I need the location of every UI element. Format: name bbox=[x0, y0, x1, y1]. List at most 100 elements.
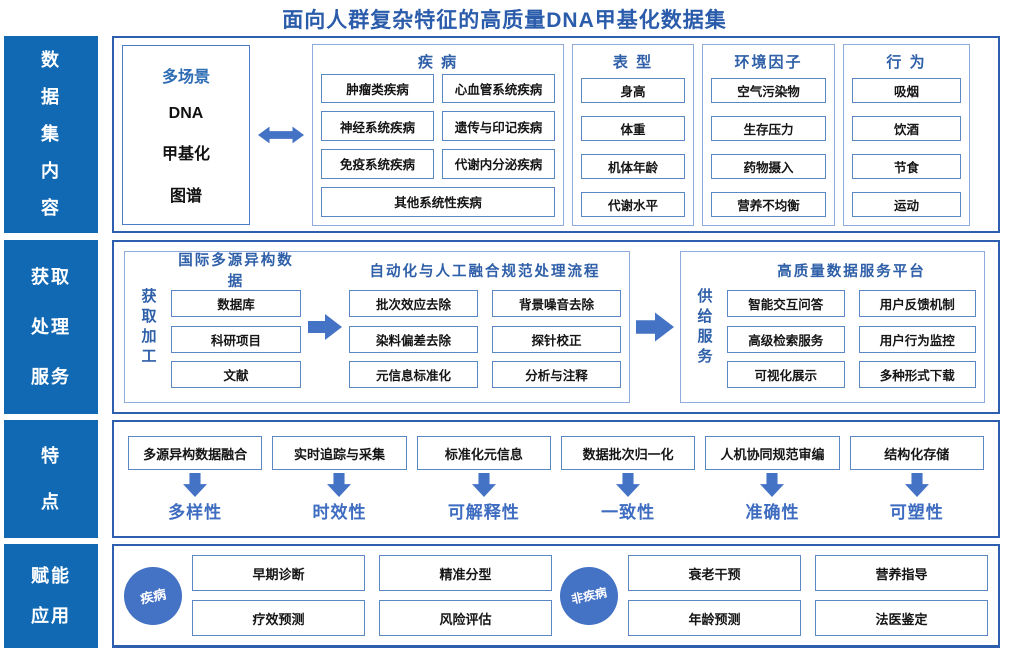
feature-label: 可解释性 bbox=[447, 503, 520, 522]
multi-scenario-box: 多场景 DNA 甲基化 图谱 bbox=[122, 44, 250, 225]
feature-label: 时效性 bbox=[312, 503, 367, 522]
group-environment-title: 环境因子 bbox=[734, 54, 803, 71]
feature-box: 结构化存储 bbox=[849, 436, 984, 470]
source-item: 文献 bbox=[171, 360, 301, 388]
platform-item: 智能交互问答 bbox=[727, 290, 845, 318]
group-behavior-title: 行 为 bbox=[886, 54, 927, 71]
feature-column: 人机协同规范审编 准确性 bbox=[705, 436, 840, 530]
feature-label: 可塑性 bbox=[889, 503, 944, 522]
sidebar-item-acquire-process-serve: 获取 处理 服务 bbox=[4, 240, 98, 414]
group-phenotype: 表 型 身高 体重 机体年龄 代谢水平 bbox=[572, 43, 694, 226]
phenotype-item: 代谢水平 bbox=[581, 191, 685, 217]
process-group-title: 自动化与人工融合规范处理流程 bbox=[369, 263, 601, 280]
disease-circle-badge: 疾病 bbox=[124, 566, 182, 625]
phenotype-item: 体重 bbox=[581, 115, 685, 141]
down-arrow-icon bbox=[904, 473, 929, 497]
sidebar-item-features: 特 点 bbox=[4, 420, 98, 538]
feature-column: 实时追踪与采集 时效性 bbox=[272, 436, 407, 530]
process-column: 自动化与人工融合规范处理流程 批次效应去除 染料偏差去除 元信息标准化 背景噪音… bbox=[349, 258, 621, 396]
feature-column: 标准化元信息 可解释性 bbox=[416, 436, 551, 530]
group-phenotype-title: 表 型 bbox=[612, 54, 654, 71]
feature-box: 实时追踪与采集 bbox=[272, 436, 407, 470]
panel-dataset-content: 多场景 DNA 甲基化 图谱 疾 病 肿瘤类疾病 心血管系统疾病 神经系统疾病 … bbox=[112, 36, 1000, 233]
environment-item: 药物摄入 bbox=[711, 153, 826, 179]
disease-item: 肿瘤类疾病 bbox=[321, 73, 434, 104]
disease-item: 遗传与印记疾病 bbox=[442, 111, 555, 141]
disease-item: 其他系统性疾病 bbox=[321, 186, 555, 217]
down-arrow-icon bbox=[471, 473, 496, 497]
group-behavior: 行 为 吸烟 饮酒 节食 运动 bbox=[843, 43, 970, 226]
feature-column: 多源异构数据融合 多样性 bbox=[128, 436, 263, 530]
nondisease-circle-badge: 非疾病 bbox=[560, 566, 618, 625]
application-item: 年龄预测 bbox=[628, 600, 801, 636]
source-column: 国际多源异构数据 数据库 科研项目 文献 bbox=[171, 253, 301, 396]
source-item: 科研项目 bbox=[171, 325, 301, 353]
application-item: 精准分型 bbox=[379, 555, 552, 591]
platform-item: 用户行为监控 bbox=[858, 325, 976, 353]
feature-box: 数据批次归一化 bbox=[560, 436, 696, 470]
group-disease: 疾 病 肿瘤类疾病 心血管系统疾病 神经系统疾病 遗传与印记疾病 免疫系统疾病 … bbox=[312, 43, 564, 226]
feature-box: 标准化元信息 bbox=[416, 436, 551, 470]
platform-column: 高质量数据服务平台 智能交互问答 高级检索服务 可视化展示 用户反馈机制 用户行… bbox=[727, 258, 976, 396]
application-item: 风险评估 bbox=[379, 600, 552, 636]
application-item: 早期诊断 bbox=[192, 555, 365, 591]
feature-box: 多源异构数据融合 bbox=[128, 436, 263, 470]
group-environment: 环境因子 空气污染物 生存压力 药物摄入 营养不均衡 bbox=[702, 43, 835, 226]
group-acquisition-processing: 获 取 加 工 国际多源异构数据 数据库 科研项目 文献 自动化与人工融合规范处… bbox=[124, 251, 630, 403]
feature-column: 结构化存储 可塑性 bbox=[849, 436, 984, 530]
feature-label: 一致性 bbox=[601, 503, 656, 522]
scenario-line: DNA bbox=[168, 104, 204, 122]
process-item: 元信息标准化 bbox=[349, 360, 478, 388]
environment-item: 营养不均衡 bbox=[711, 191, 826, 217]
process-item: 探针校正 bbox=[492, 325, 621, 353]
feature-column: 数据批次归一化 一致性 bbox=[560, 436, 696, 530]
behavior-item: 节食 bbox=[852, 153, 961, 179]
right-arrow-icon bbox=[636, 312, 674, 342]
down-arrow-icon bbox=[616, 473, 641, 497]
phenotype-item: 机体年龄 bbox=[581, 153, 685, 179]
down-arrow-icon bbox=[183, 473, 208, 497]
application-group-nondisease: 非疾病 衰老干预 营养指导 年龄预测 法医鉴定 bbox=[560, 554, 988, 637]
process-item: 分析与注释 bbox=[492, 360, 621, 388]
environment-item: 空气污染物 bbox=[711, 77, 826, 103]
application-item: 营养指导 bbox=[815, 555, 988, 591]
down-arrow-icon bbox=[327, 473, 352, 497]
feature-label: 准确性 bbox=[745, 503, 800, 522]
platform-item: 高级检索服务 bbox=[727, 325, 845, 353]
platform-group-title: 高质量数据服务平台 bbox=[777, 263, 926, 280]
panel-features: 多源异构数据融合 多样性 实时追踪与采集 时效性 标准化元信息 可解释性 数据批… bbox=[112, 420, 1000, 538]
process-item: 染料偏差去除 bbox=[349, 325, 478, 353]
group-disease-title: 疾 病 bbox=[417, 54, 459, 71]
disease-item: 代谢内分泌疾病 bbox=[442, 149, 555, 179]
behavior-item: 吸烟 bbox=[852, 77, 961, 103]
behavior-item: 饮酒 bbox=[852, 115, 961, 141]
behavior-item: 运动 bbox=[852, 191, 961, 217]
environment-item: 生存压力 bbox=[711, 115, 826, 141]
sidebar-item-applications: 赋能 应用 bbox=[4, 544, 98, 648]
application-item: 衰老干预 bbox=[628, 555, 801, 591]
down-arrow-icon bbox=[760, 473, 785, 497]
double-arrow-icon bbox=[258, 126, 304, 143]
acquisition-vertical-label: 获 取 加 工 bbox=[141, 287, 157, 366]
platform-item: 多种形式下载 bbox=[858, 360, 976, 388]
application-item: 法医鉴定 bbox=[815, 600, 988, 636]
scenario-header: 多场景 bbox=[161, 69, 210, 87]
application-item: 疗效预测 bbox=[192, 600, 365, 636]
process-item: 背景噪音去除 bbox=[492, 290, 621, 318]
panel-applications: 疾病 早期诊断 精准分型 疗效预测 风险评估 非疾病 衰老干预 营养指导 年龄预… bbox=[112, 544, 1000, 648]
panel-processing: 获 取 加 工 国际多源异构数据 数据库 科研项目 文献 自动化与人工融合规范处… bbox=[112, 240, 1000, 414]
feature-label: 多样性 bbox=[168, 503, 223, 522]
disease-item: 神经系统疾病 bbox=[321, 111, 434, 141]
source-item: 数据库 bbox=[171, 290, 301, 318]
right-arrow-icon bbox=[308, 314, 342, 340]
platform-item: 可视化展示 bbox=[727, 360, 845, 388]
platform-item: 用户反馈机制 bbox=[858, 290, 976, 318]
disease-item: 心血管系统疾病 bbox=[442, 73, 555, 104]
scenario-line: 甲基化 bbox=[161, 146, 210, 164]
feature-box: 人机协同规范审编 bbox=[705, 436, 840, 470]
process-item: 批次效应去除 bbox=[349, 290, 478, 318]
disease-item: 免疫系统疾病 bbox=[321, 149, 434, 179]
scenario-line: 图谱 bbox=[169, 187, 202, 205]
supply-vertical-label: 供 给 服 务 bbox=[697, 287, 713, 366]
phenotype-item: 身高 bbox=[581, 77, 685, 103]
